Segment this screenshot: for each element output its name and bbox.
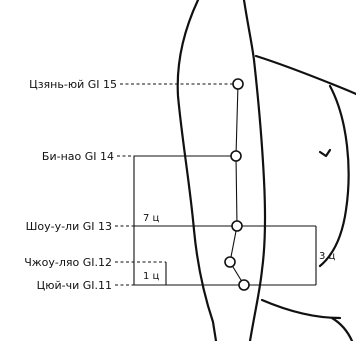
acupoint-gi13	[232, 221, 242, 231]
label-gi14: Би-нао GI 14	[42, 150, 114, 163]
hip-contour	[262, 300, 340, 318]
label-one-cun: 1 ц	[143, 271, 160, 282]
measurement-brackets	[133, 156, 316, 285]
torso-contour	[320, 86, 349, 266]
arm-front-contour	[178, 0, 216, 341]
label-gi12: Чжоу-ляо GI.12	[24, 256, 112, 269]
acupoint-gi11	[239, 280, 249, 290]
label-seven-cun: 7 ц	[143, 213, 160, 224]
shoulder-contour	[256, 56, 356, 94]
meridian-line	[230, 84, 244, 285]
body-outline	[178, 0, 356, 341]
leader-lines	[115, 84, 236, 285]
point-labels: Цзянь-юй GI 15 Би-нао GI 14 Шоу-у-ли GI …	[24, 78, 117, 292]
label-three-cun: 3 ц	[319, 251, 336, 262]
acupoint-gi14	[231, 151, 241, 161]
acupoint-gi12	[225, 257, 235, 267]
thigh-contour	[332, 318, 352, 341]
navel-mark	[320, 150, 330, 156]
acupoint-gi15	[233, 79, 243, 89]
label-gi13: Шоу-у-ли GI 13	[26, 220, 112, 233]
label-gi15: Цзянь-юй GI 15	[29, 78, 117, 91]
label-gi11: Цюй-чи GI.11	[37, 279, 112, 292]
